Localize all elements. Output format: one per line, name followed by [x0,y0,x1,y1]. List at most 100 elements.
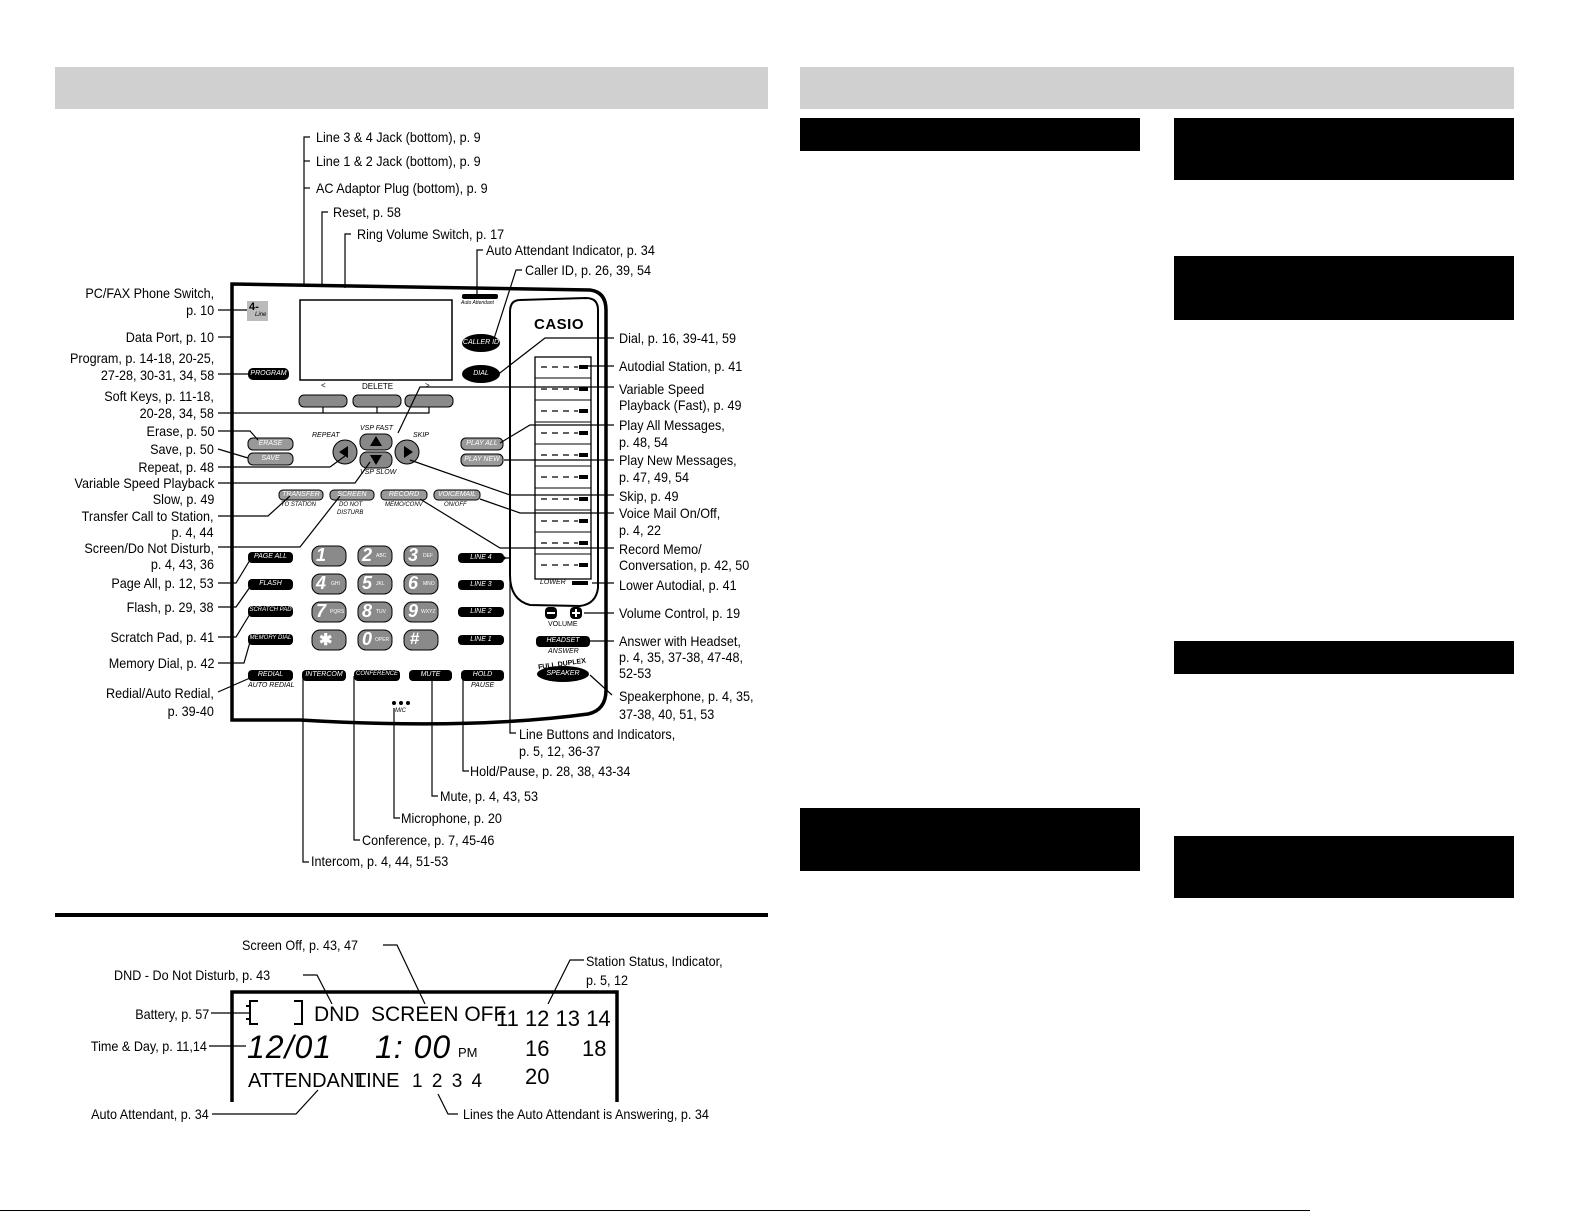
hold-sub: PAUSE [471,682,495,689]
callout-speakerphone: Speakerphone, p. 4, 35, 37-38, 40, 51, 5… [619,688,754,722]
callout-play-all: Play All Messages, p. 48, 54 [619,417,725,450]
lcd-station-20: 20 [525,1064,550,1089]
callout-line12-jack: Line 1 & 2 Jack (bottom), p. 9 [316,153,481,169]
callout-skip: Skip, p. 49 [619,488,679,504]
auto-attendant-label: Auto Attendant [461,300,494,306]
voicemail-key[interactable]: VOICEMAIL [437,491,477,498]
soft-key-left-label: < [321,381,326,390]
lcd-line-numbers: 1 2 3 4 [412,1071,485,1092]
callout-play-new: Play New Messages, p. 47, 49, 54 [619,452,737,485]
key-6[interactable]: 6 [408,573,419,593]
line-1-key[interactable]: LINE 1 [470,636,492,643]
repeat-label: REPEAT [312,432,340,439]
black-block-2 [1174,118,1514,180]
callout-program: Program, p. 14-18, 20-25, 27-28, 30-31, … [69,350,214,383]
screen-sub-1: DO NOT [339,502,363,508]
dial-key[interactable]: DIAL [473,370,489,377]
erase-key[interactable]: ERASE [258,440,283,447]
conference-key[interactable]: CONFERENCE [355,671,398,677]
key-4[interactable]: 4 [316,573,327,593]
callout-data-port: Data Port, p. 10 [125,329,214,345]
callout-repeat: Repeat, p. 48 [138,459,214,475]
screen-key[interactable]: SCREEN [337,491,367,498]
mute-key[interactable]: MUTE [420,671,441,678]
line-2-key[interactable]: LINE 2 [470,608,492,615]
callout-memory-dial: Memory Dial, p. 42 [108,655,214,671]
callout-transfer: Transfer Call to Station, p. 4, 44 [82,508,214,540]
volume-label: VOLUME [548,621,578,628]
soft-key-mid-label: DELETE [362,382,394,391]
scratch-pad-key[interactable]: SCRATCH PAD [249,607,292,613]
callout-station-status: Station Status, Indicator, p. 5, 12 [586,953,723,988]
redial-key[interactable]: REDIAL [257,671,284,678]
key-6-letters: MNO [423,581,435,587]
lcd-station-18: 18 [582,1036,607,1061]
transfer-sub: TO STATION [281,502,317,508]
key-5[interactable]: 5 [362,573,373,593]
program-key[interactable]: PROGRAM [250,370,287,377]
speaker-key[interactable]: SPEAKER [546,670,580,677]
callout-erase: Erase, p. 50 [146,423,214,439]
play-all-key[interactable]: PLAY ALL [466,440,498,447]
intercom-key[interactable]: INTERCOM [305,671,343,678]
callout-line34-jack: Line 3 & 4 Jack (bottom), p. 9 [316,129,481,145]
callout-microphone: Microphone, p. 20 [401,810,502,826]
skip-label: SKIP [413,432,429,439]
key-7-letters: PQRS [330,609,345,615]
key-0[interactable]: 0 [362,629,373,649]
lcd-screen-off: SCREEN OFF [371,1003,507,1026]
line-3-key[interactable]: LINE 3 [470,581,492,588]
lcd-date: 12/01 [247,1029,333,1065]
key-2[interactable]: 2 [362,545,373,565]
callout-auto-attendant: Auto Attendant, p. 34 [91,1106,209,1122]
black-block-3 [1174,256,1514,320]
vsp-slow-label: VSP SLOW [360,469,397,476]
key-3[interactable]: 3 [408,545,419,565]
callout-pc-fax: PC/FAX Phone Switch, p. 10 [85,285,214,318]
lcd-stations-row1: 11 12 13 14 [496,1006,611,1031]
lcd-line-word: LINE [355,1070,400,1092]
callout-screen-dnd: Screen/Do Not Disturb, p. 4, 43, 36 [84,540,214,572]
redial-sub: AUTO REDIAL [248,682,295,689]
screen-sub-2: DISTURB [337,510,364,516]
transfer-key[interactable]: TRANSFER [282,491,320,498]
lcd-attendant: ATTENDANT [248,1070,367,1092]
key-4-letters: GHI [331,581,340,587]
lcd-time: 1: 00 [375,1029,452,1065]
black-block-1 [800,118,1140,151]
key-8-letters: TUV [376,609,386,615]
play-new-key[interactable]: PLAY NEW [464,456,500,463]
key-8[interactable]: 8 [362,601,373,621]
caller-id-key[interactable]: CALLER ID [462,339,500,346]
key-9[interactable]: 9 [408,601,419,621]
lower-label: LOWER [540,579,566,586]
vsp-fast-label: VSP FAST [360,425,394,432]
line-4-key[interactable]: LINE 4 [470,554,492,561]
key-star[interactable]: ✱ [319,632,333,649]
callout-record: Record Memo/ Conversation, p. 42, 50 [619,541,750,573]
key-7[interactable]: 7 [316,601,327,621]
flash-key[interactable]: FLASH [259,580,282,587]
memory-dial-key[interactable]: MEMORY DIAL [249,635,292,641]
record-sub: MEMO/CONV [385,502,423,508]
save-key[interactable]: SAVE [261,455,280,462]
key-1[interactable]: 1 [316,545,327,565]
voicemail-sub: ON/OFF [444,502,467,508]
key-3-letters: DEF [423,553,433,559]
callout-intercom: Intercom, p. 4, 44, 51-53 [311,853,449,869]
callout-hold: Hold/Pause, p. 28, 38, 43-34 [470,763,631,779]
headset-key[interactable]: HEADSET [546,637,580,644]
record-key[interactable]: RECORD [388,491,420,498]
key-9-letters: WXYZ [421,609,436,615]
callout-autodial-station: Autodial Station, p. 41 [619,358,743,374]
hold-key[interactable]: HOLD [472,671,493,678]
callout-lower-autodial: Lower Autodial, p. 41 [619,577,737,593]
key-hash[interactable]: # [410,629,420,648]
black-block-4 [1174,641,1514,674]
brand-logo: CASIO [534,316,585,333]
callout-voice-mail: Voice Mail On/Off, p. 4, 22 [619,505,721,538]
callout-headset: Answer with Headset, p. 4, 35, 37-38, 47… [619,633,743,681]
page-all-key[interactable]: PAGE ALL [253,553,288,560]
callout-dnd: DND - Do Not Disturb, p. 43 [114,967,271,983]
callout-dial: Dial, p. 16, 39-41, 59 [619,330,736,346]
